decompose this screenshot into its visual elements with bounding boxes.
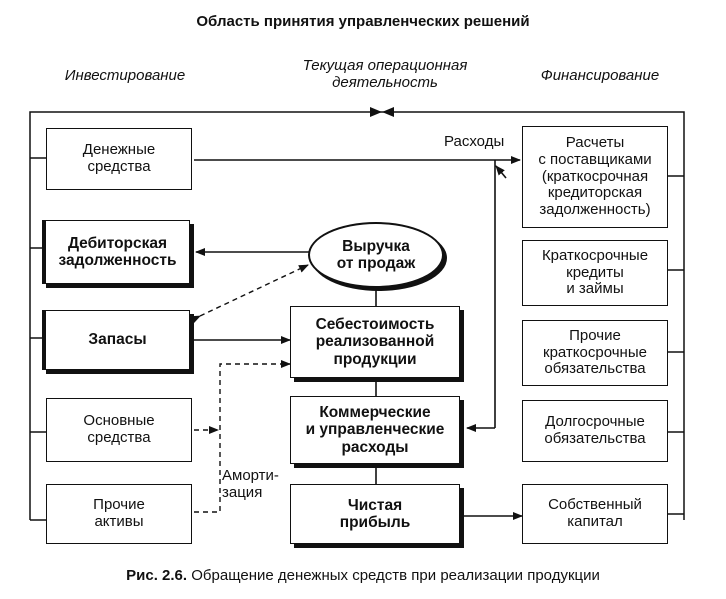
ellipse-revenue: Выручка от продаж [308,222,444,288]
figure-number: Рис. 2.6. [126,567,188,584]
box-other-assets: Прочие активы [46,484,192,544]
column-heading-investing: Инвестирование [64,67,186,84]
box-other-short-term: Прочие краткосрочные обязательства [522,320,668,386]
box-fixed-assets: Основные средства [46,398,192,462]
column-heading-operating: Текущая операционная деятельность [302,57,468,91]
box-payables: Расчеты с поставщиками (краткосрочная кр… [522,126,668,228]
box-cash: Денежные средства [46,128,192,190]
box-cost-of-sales: Себестоимость реализованной продукции [290,306,460,378]
diagram-title: Область принятия управленческих решений [196,13,530,30]
label-depreciation: Аморти- зация [222,467,279,501]
box-equity: Собственный капитал [522,484,668,544]
frame-bowtie-icon [370,107,394,117]
arrow-inventory-revenue-dashed [190,264,309,324]
box-long-term: Долгосрочные обязательства [522,400,668,462]
box-selling-admin: Коммерческие и управленческие расходы [290,396,460,464]
column-heading-financing: Финансирование [540,67,660,84]
box-short-term-loans: Краткосрочные кредиты и займы [522,240,668,306]
figure-caption-text: Обращение денежных средств при реализаци… [187,567,600,584]
arrow-other-assets-dashed [194,360,291,513]
figure-caption: Рис. 2.6. Обращение денежных средств при… [0,567,726,585]
label-expenses: Расходы [444,133,505,150]
box-inventory: Запасы [42,310,190,370]
outer-frame [29,111,685,521]
box-net-profit: Чистая прибыль [290,484,460,544]
arrow-to-expenses-head [495,165,507,179]
box-receivables: Дебиторская задолженность [42,220,190,284]
